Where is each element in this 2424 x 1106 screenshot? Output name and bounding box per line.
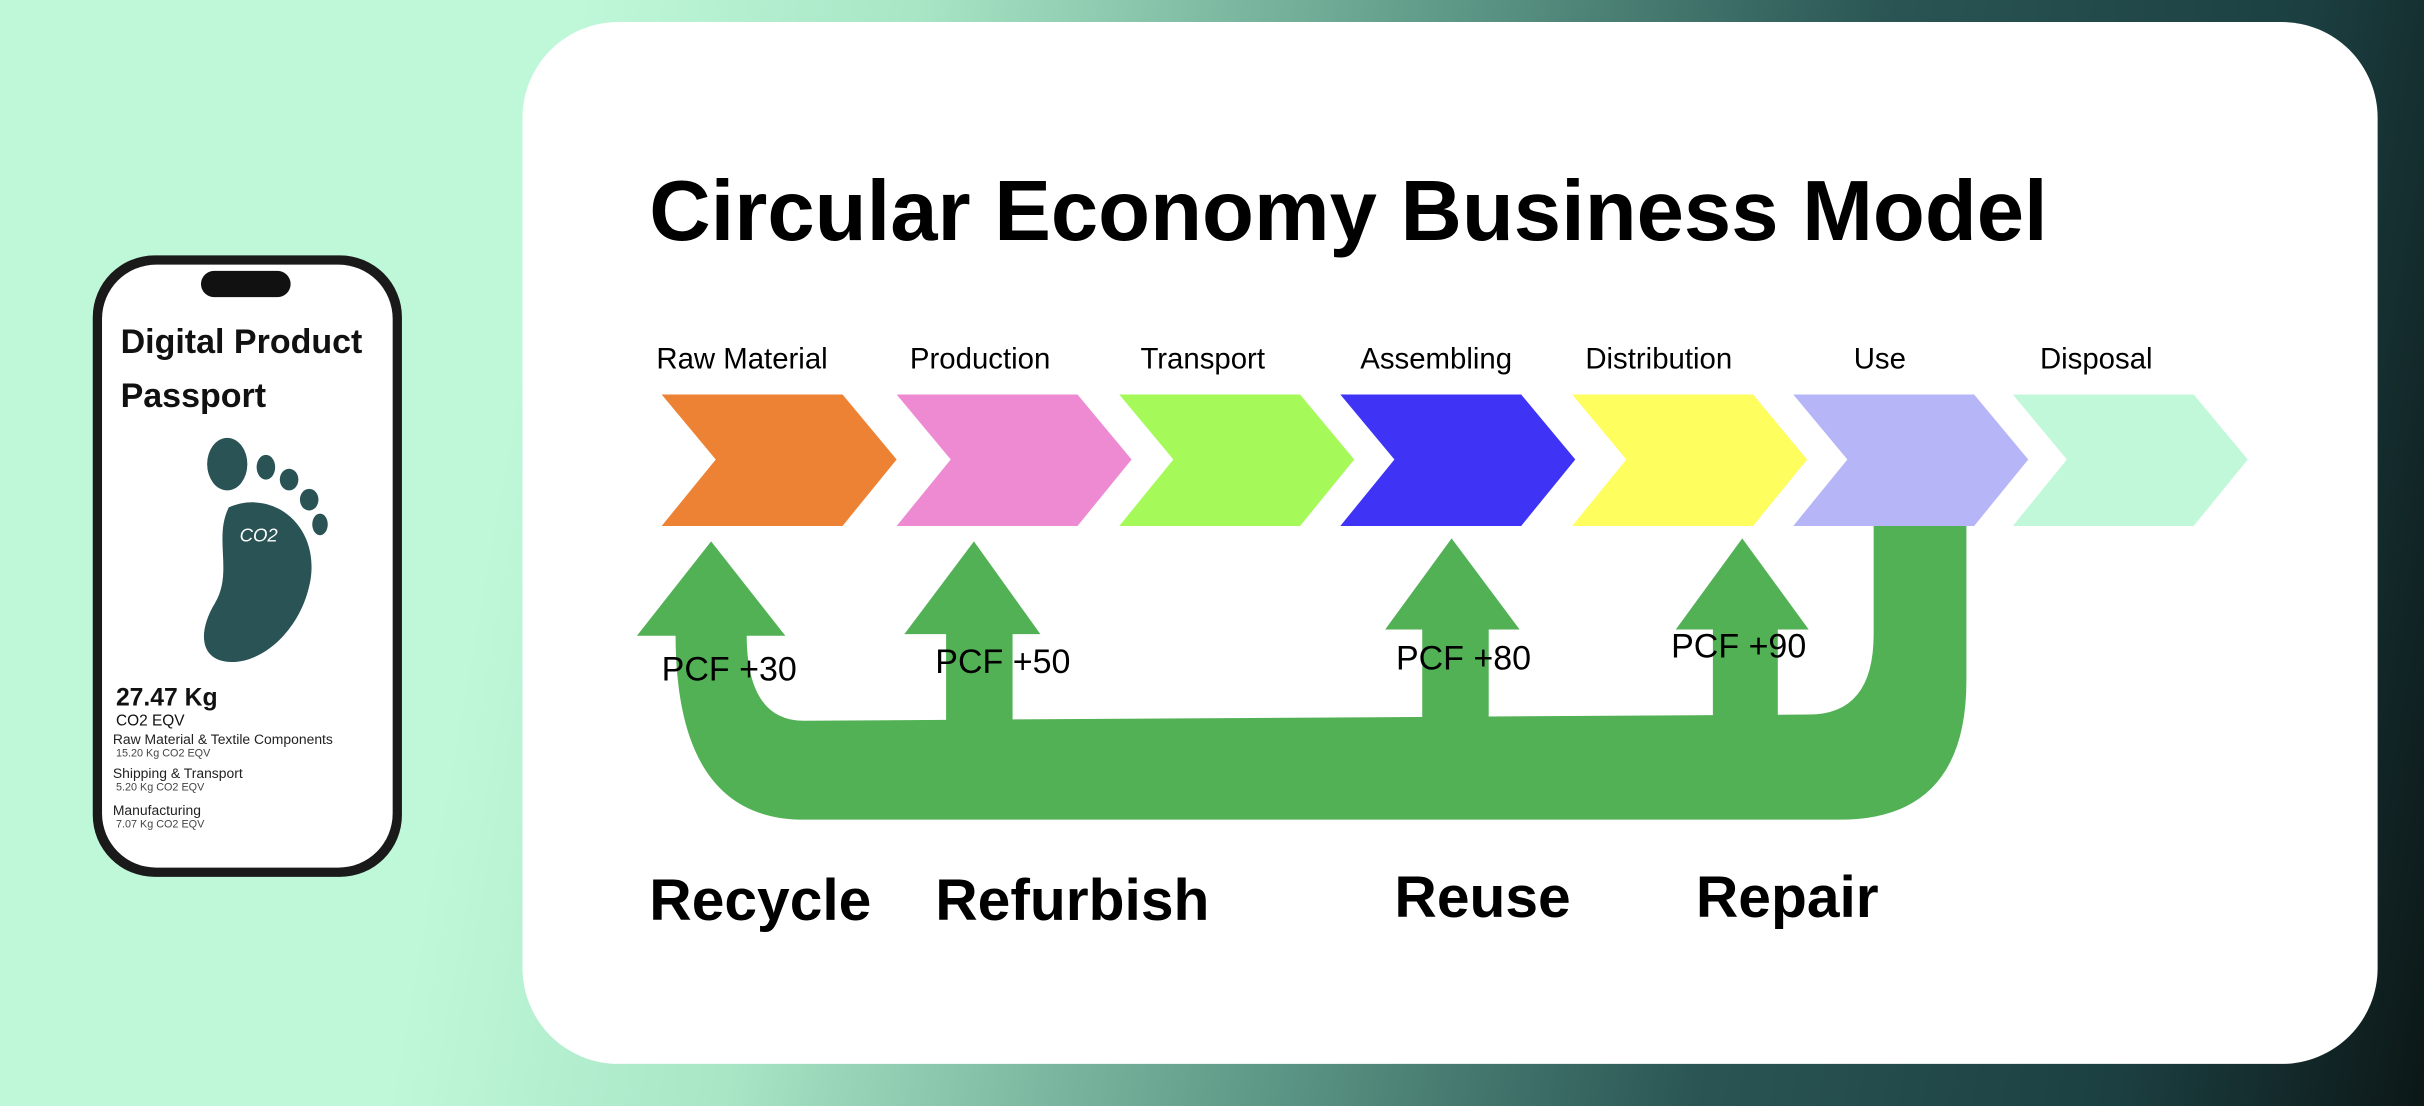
- pcf-label-refurbish: PCF +50: [935, 643, 1070, 681]
- item-label: Shipping & Transport: [113, 765, 243, 781]
- pcf-label-reuse: PCF +80: [1396, 640, 1531, 678]
- stage-chevron-raw-material: [661, 394, 897, 526]
- repair-shaft: [1712, 623, 1778, 720]
- total-co2-value: 27.47 Kg: [116, 684, 218, 711]
- item-value: 15.20 Kg CO2 EQV: [116, 747, 211, 759]
- stage-chevron-production: [896, 394, 1132, 526]
- stage-chevron-distribution: [1572, 394, 1808, 526]
- stage-label: Raw Material: [656, 342, 827, 375]
- footprint-co2-label: CO2: [240, 524, 279, 545]
- value-chain: Raw Material Production Transport Assemblin…: [656, 342, 2248, 526]
- refurbish-shaft: [946, 626, 1013, 727]
- loop-name-reuse: Reuse: [1394, 865, 1570, 930]
- circular-loops: [636, 525, 1967, 820]
- loop-name-repair: Repair: [1696, 865, 1879, 930]
- repair-arrow-head: [1675, 538, 1809, 630]
- reuse-shaft: [1422, 623, 1489, 723]
- total-co2-unit: CO2 EQV: [116, 712, 185, 729]
- loop-name-refurbish: Refurbish: [935, 868, 1209, 933]
- stage-chevron-assembling: [1340, 394, 1576, 526]
- footprint-icon: CO2: [203, 437, 328, 662]
- pcf-label-recycle: PCF +30: [662, 651, 797, 689]
- item-label: Raw Material & Textile Components: [113, 731, 333, 747]
- dynamic-island: [200, 270, 291, 298]
- stage-label: Transport: [1140, 342, 1265, 375]
- item-value: 7.07 Kg CO2 EQV: [116, 818, 205, 830]
- stage-label: Disposal: [2040, 342, 2153, 375]
- stage-chevron-disposal: [2012, 394, 2248, 526]
- stage-chevron-transport: [1119, 394, 1355, 526]
- stage-label: Production: [910, 342, 1050, 375]
- loop-name-recycle: Recycle: [649, 868, 871, 933]
- reuse-arrow-head: [1385, 538, 1520, 630]
- phone-mockup: Digital Product Passport CO2 27.47 Kg CO…: [92, 255, 402, 877]
- passport-title-line1: Digital Product: [121, 323, 363, 361]
- diagram-title: Circular Economy Business Model: [649, 164, 2047, 259]
- item-label: Manufacturing: [113, 802, 201, 818]
- refurbish-arrow-head: [904, 541, 1041, 635]
- stage-chevron-use: [1793, 394, 2029, 526]
- loop-band: [675, 525, 1967, 820]
- stage-label: Assembling: [1360, 342, 1512, 375]
- stage-label: Use: [1854, 342, 1906, 375]
- passport-title-line2: Passport: [121, 377, 267, 415]
- item-value: 5.20 Kg CO2 EQV: [116, 781, 205, 793]
- stage-label: Distribution: [1585, 342, 1732, 375]
- recycle-arrow-head: [636, 541, 786, 636]
- pcf-label-repair: PCF +90: [1671, 627, 1806, 665]
